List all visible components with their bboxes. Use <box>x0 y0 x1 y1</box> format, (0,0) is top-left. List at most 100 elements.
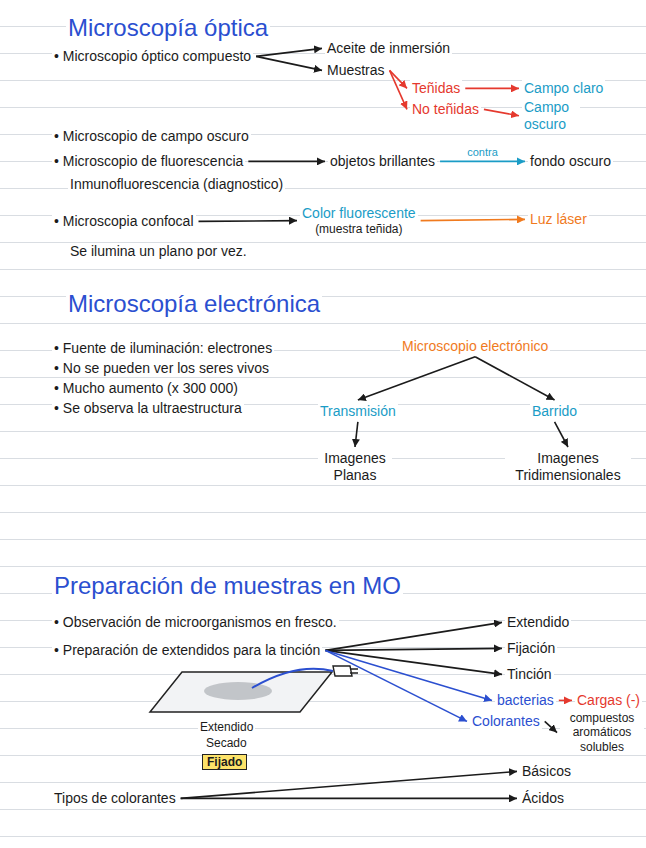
note-text: Inmunofluorescencia (diagnostico) <box>68 176 285 193</box>
node-text: compuestos aromáticos solubles <box>562 711 642 754</box>
node-text: • Preparación de extendidos para la tinc… <box>54 642 320 659</box>
node-text: Muestras <box>327 62 385 79</box>
arrow-connector <box>256 56 322 70</box>
arrow-connector <box>325 622 502 650</box>
node-text: (muestra teñida) <box>302 222 416 236</box>
arrow-connector <box>475 357 554 400</box>
term-node: Básicos <box>520 763 573 780</box>
term-node: bacterias <box>495 692 556 709</box>
term-node: Cargas (-) <box>575 692 642 709</box>
term-node: • Microscopia confocal <box>52 213 196 230</box>
node-text: Imagenes Planas <box>320 450 390 484</box>
node-text: • Microscopio de fluorescencia <box>54 153 243 170</box>
note-text: Secado <box>204 736 249 750</box>
node-text: No teñidas <box>412 101 479 118</box>
node-text: Aceite de inmersión <box>327 40 450 57</box>
glass-slide <box>150 672 332 712</box>
term-node: Aceite de inmersión <box>325 40 452 57</box>
term-node: Colorantes <box>470 713 542 730</box>
arrow-connector <box>421 219 525 220</box>
arrow-connector <box>199 220 297 222</box>
note-text: • Mucho aumento (x 300 000) <box>52 380 240 397</box>
arrow-connector <box>440 161 525 163</box>
node-text: Básicos <box>522 763 571 780</box>
dropper <box>333 666 358 676</box>
term-node: objetos brillantes <box>328 153 437 170</box>
term-node: Extendido <box>505 614 571 631</box>
term-node: Ácidos <box>520 790 566 807</box>
section-heading: Microscopía óptica <box>66 14 270 43</box>
term-node: Campo claro <box>522 80 605 97</box>
term-node: Barrido <box>530 403 579 420</box>
note-text: • Observación de microorganismos en fres… <box>52 614 339 631</box>
node-text: Luz láser <box>530 211 587 228</box>
arrow-connector <box>256 48 322 56</box>
arrow-connector <box>390 70 407 88</box>
arrow-connector <box>465 88 519 90</box>
node-text: bacterias <box>497 692 554 709</box>
note-text: • No se pueden ver los seres vivos <box>52 360 271 377</box>
arrow-connector <box>390 70 407 109</box>
arrow-connector <box>545 721 557 732</box>
note-text: • Microscopio de campo oscuro <box>52 128 251 145</box>
term-node: Transmisión <box>318 403 398 420</box>
note-text: • Fuente de iluminación: electrones <box>52 340 274 357</box>
term-node: Campo oscuro <box>522 99 580 133</box>
term-node: compuestos aromáticos solubles <box>560 711 644 754</box>
node-text: Ácidos <box>522 790 564 807</box>
node-text: Fijado <box>207 755 242 769</box>
term-node: No teñidas <box>410 101 481 118</box>
node-text: Cargas (-) <box>577 692 640 709</box>
node-text: Imagenes Tridimensionales <box>507 450 629 484</box>
note-text: • Se observa la ultraestructura <box>52 400 244 417</box>
term-node: Microscopio electrónico <box>400 338 550 355</box>
node-text: Teñidas <box>412 80 460 97</box>
node-text: Tipos de colorantes <box>54 790 176 807</box>
node-text: Colorantes <box>472 713 540 730</box>
node-text: Transmisión <box>320 403 396 420</box>
edge-label: contra <box>465 146 500 159</box>
node-text: fondo oscuro <box>530 153 611 170</box>
term-node: Muestras <box>325 62 387 79</box>
node-text: Fijación <box>507 640 555 657</box>
arrow-connector <box>559 700 572 702</box>
section-heading: Preparación de muestras en MO <box>52 572 403 601</box>
term-node: • Microscopio óptico compuesto <box>52 48 253 65</box>
note-text: Se ilumina un plano por vez. <box>68 243 249 260</box>
term-node: • Microscopio de fluorescencia <box>52 153 245 170</box>
arrow-connector <box>355 422 358 447</box>
term-node: Fijación <box>505 640 557 657</box>
section-heading: Microscopía electrónica <box>66 290 322 319</box>
term-node: fondo oscuro <box>528 153 613 170</box>
node-text: Tinción <box>507 666 552 683</box>
note-text: Extendido <box>198 720 255 734</box>
term-node: Tinción <box>505 666 554 683</box>
term-node: • Preparación de extendidos para la tinc… <box>52 642 322 659</box>
arrow-connector <box>325 650 467 721</box>
smear <box>204 682 272 700</box>
term-node: Imagenes Planas <box>318 450 392 484</box>
arrow-connector <box>484 109 519 115</box>
node-text: Campo oscuro <box>524 99 578 133</box>
term-node: Teñidas <box>410 80 462 97</box>
term-node: Color fluorescente(muestra teñida) <box>300 205 418 236</box>
node-text: Extendido <box>507 614 569 631</box>
node-text: Campo claro <box>524 80 603 97</box>
highlight-box: Fijado <box>202 754 247 770</box>
arrow-connector <box>325 648 502 650</box>
arrow-connector <box>248 161 325 163</box>
node-text: Color fluorescente <box>302 205 416 222</box>
node-text: Barrido <box>532 403 577 420</box>
arrow-connector <box>181 798 517 800</box>
arrow-connector <box>555 422 568 447</box>
pipette-tube <box>252 669 333 688</box>
node-text: • Microscopio óptico compuesto <box>54 48 251 65</box>
term-node: Imagenes Tridimensionales <box>505 450 631 484</box>
arrow-connector <box>181 771 517 798</box>
arrow-connector <box>325 650 502 674</box>
node-text: • Microscopia confocal <box>54 213 194 230</box>
node-text: Microscopio electrónico <box>402 338 548 355</box>
arrow-connector <box>358 357 475 400</box>
term-node: Luz láser <box>528 211 589 228</box>
node-text: objetos brillantes <box>330 153 435 170</box>
